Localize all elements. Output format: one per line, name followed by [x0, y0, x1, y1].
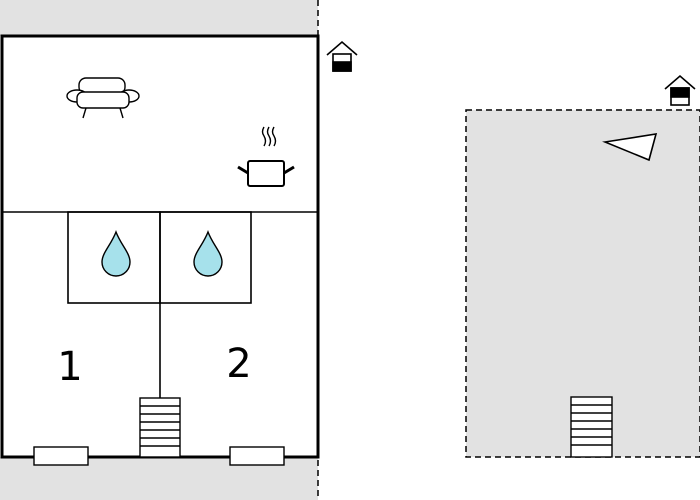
sofa-icon: [66, 77, 140, 119]
room-1-label: 1: [57, 344, 82, 390]
house-entrance-icon: [664, 74, 696, 106]
water-drop-icon: [193, 230, 223, 277]
house-entrance-icon: [326, 40, 358, 72]
stairs-icon: [139, 397, 181, 458]
stairs-icon: [570, 396, 613, 458]
cooking-pot-icon: [237, 126, 295, 187]
room-2-label: 2: [226, 341, 251, 387]
water-drop-icon: [101, 230, 131, 277]
interior-walls: [2, 211, 318, 398]
window: [229, 446, 285, 466]
terrace-triangle-icon: [602, 133, 658, 162]
window: [33, 446, 89, 466]
